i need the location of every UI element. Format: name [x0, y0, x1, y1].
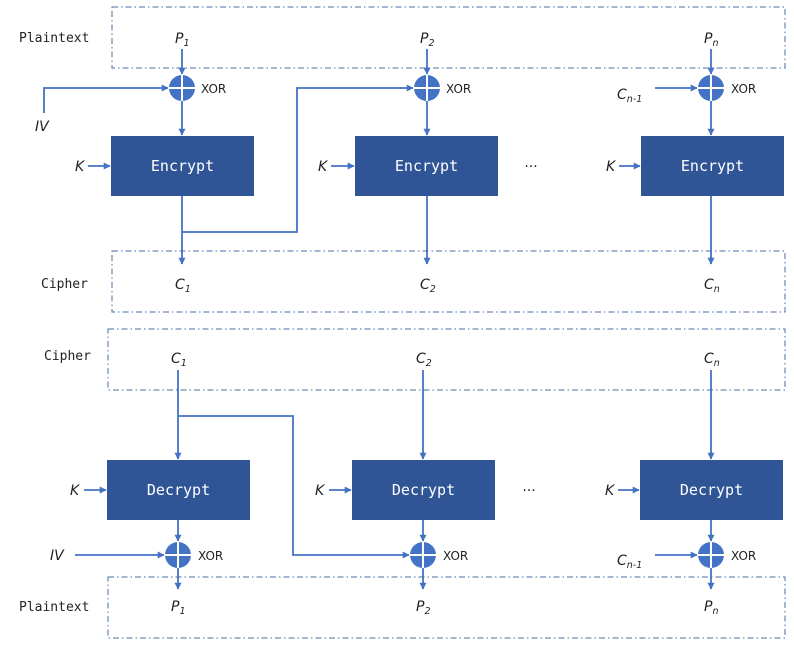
dec-xor-n-label: XOR — [731, 549, 756, 563]
plaintext-label-top: Plaintext — [19, 31, 89, 46]
dec-ellipsis: ··· — [522, 483, 535, 499]
dec-kn-label: K — [605, 483, 616, 499]
enc-iv-label: IV — [35, 119, 50, 135]
enc-p2-label: P2 — [420, 31, 435, 49]
decrypt-box-2-label: Decrypt — [392, 481, 455, 499]
dec-cn1-label: Cn-1 — [617, 553, 642, 571]
enc-xor-2 — [414, 75, 440, 101]
decrypt-box-1-label: Decrypt — [147, 481, 210, 499]
enc-k2-label: K — [318, 159, 329, 175]
enc-xor-2-label: XOR — [446, 82, 471, 96]
decrypt-box-n — [640, 460, 783, 520]
enc-iv-wire — [43, 84, 169, 113]
decryption-section: Cipher Plaintext C1 Decrypt K XOR IV P1 … — [19, 328, 786, 639]
dec-xor-1 — [165, 542, 191, 568]
dec-k2-label: K — [315, 483, 326, 499]
dec-k1-label: K — [70, 483, 81, 499]
enc-chain-wire-1-2 — [182, 84, 414, 233]
cipher-label-bottom: Cipher — [44, 349, 91, 364]
enc-k1-label: K — [75, 159, 86, 175]
dec-c2-label: C2 — [416, 351, 432, 369]
cipher-label-top: Cipher — [41, 277, 88, 292]
plaintext-region-bottom — [107, 576, 786, 639]
dec-pn-label: Pn — [704, 599, 718, 617]
enc-cn-label: Cn — [704, 277, 720, 295]
dec-iv-label: IV — [50, 548, 65, 564]
dec-p1-label: P1 — [171, 599, 186, 617]
enc-ellipsis: ··· — [524, 159, 537, 175]
enc-pn-label: Pn — [704, 31, 718, 49]
dec-xor-2-label: XOR — [443, 549, 468, 563]
encrypt-box-n-label: Encrypt — [681, 157, 744, 175]
encrypt-box-2 — [355, 136, 498, 196]
encrypt-box-1-label: Encrypt — [151, 157, 214, 175]
enc-xor-1-label: XOR — [201, 82, 226, 96]
dec-chain-wire-1-2 — [178, 415, 410, 559]
enc-xor-1 — [169, 75, 195, 101]
dec-xor-2 — [410, 542, 436, 568]
dec-xor-n — [698, 542, 724, 568]
enc-c2-label: C2 — [420, 277, 436, 295]
encryption-section: Plaintext Cipher P1 XOR IV Encrypt K C1 … — [19, 6, 786, 313]
plaintext-label-bottom: Plaintext — [19, 600, 89, 615]
dec-cn-label: Cn — [704, 351, 720, 369]
enc-xor-n — [698, 75, 724, 101]
encrypt-box-n — [641, 136, 784, 196]
cipher-region-top — [111, 250, 786, 313]
enc-cn1-label: Cn-1 — [617, 87, 642, 105]
enc-p1-label: P1 — [175, 31, 190, 49]
decrypt-box-1 — [107, 460, 250, 520]
plaintext-region-top — [111, 6, 786, 69]
dec-c1-label: C1 — [171, 351, 187, 369]
enc-kn-label: K — [606, 159, 617, 175]
encrypt-box-2-label: Encrypt — [395, 157, 458, 175]
dec-xor-1-label: XOR — [198, 549, 223, 563]
decrypt-box-n-label: Decrypt — [680, 481, 743, 499]
cipher-region-bottom — [107, 328, 786, 391]
dec-p2-label: P2 — [416, 599, 431, 617]
decrypt-box-2 — [352, 460, 495, 520]
enc-c1-label: C1 — [175, 277, 191, 295]
encrypt-box-1 — [111, 136, 254, 196]
enc-xor-n-label: XOR — [731, 82, 756, 96]
